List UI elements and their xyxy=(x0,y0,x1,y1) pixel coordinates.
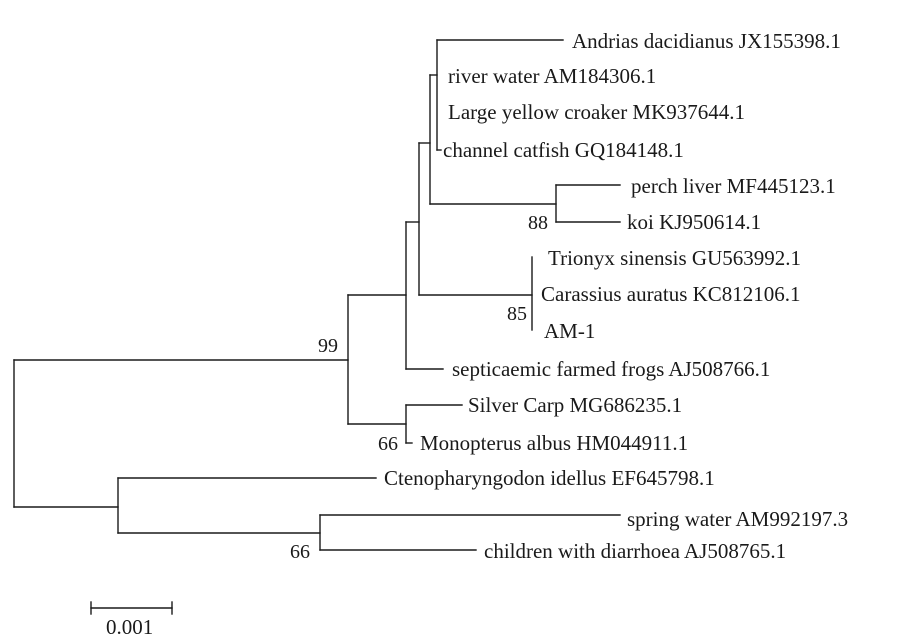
taxon-label: Large yellow croaker MK937644.1 xyxy=(448,100,745,124)
taxon-label: AM-1 xyxy=(544,319,595,343)
taxon-label: Ctenopharyngodon idellus EF645798.1 xyxy=(384,466,715,490)
taxon-label: channel catfish GQ184148.1 xyxy=(443,138,684,162)
taxon-label: Silver Carp MG686235.1 xyxy=(468,393,682,417)
bootstrap-value: 66 xyxy=(290,541,310,563)
taxon-label: perch liver MF445123.1 xyxy=(631,174,836,198)
scale-bar: 0.001 xyxy=(90,601,173,639)
taxon-label: koi KJ950614.1 xyxy=(627,210,761,234)
taxon-label: children with diarrhoea AJ508765.1 xyxy=(484,539,786,563)
bootstrap-value: 85 xyxy=(507,303,527,325)
bootstrap-value: 88 xyxy=(528,212,548,234)
bootstrap-value: 99 xyxy=(318,335,338,357)
taxon-label: Andrias dacidianus JX155398.1 xyxy=(572,29,841,53)
taxon-label: Trionyx sinensis GU563992.1 xyxy=(548,246,801,270)
taxon-label: river water AM184306.1 xyxy=(448,64,656,88)
taxon-label: Monopterus albus HM044911.1 xyxy=(420,431,688,455)
taxon-label: spring water AM992197.3 xyxy=(627,507,848,531)
taxon-label: septicaemic farmed frogs AJ508766.1 xyxy=(452,357,770,381)
taxon-label: Carassius auratus KC812106.1 xyxy=(541,282,801,306)
scale-bar-label: 0.001 xyxy=(106,615,153,639)
bootstrap-value: 66 xyxy=(378,433,398,455)
